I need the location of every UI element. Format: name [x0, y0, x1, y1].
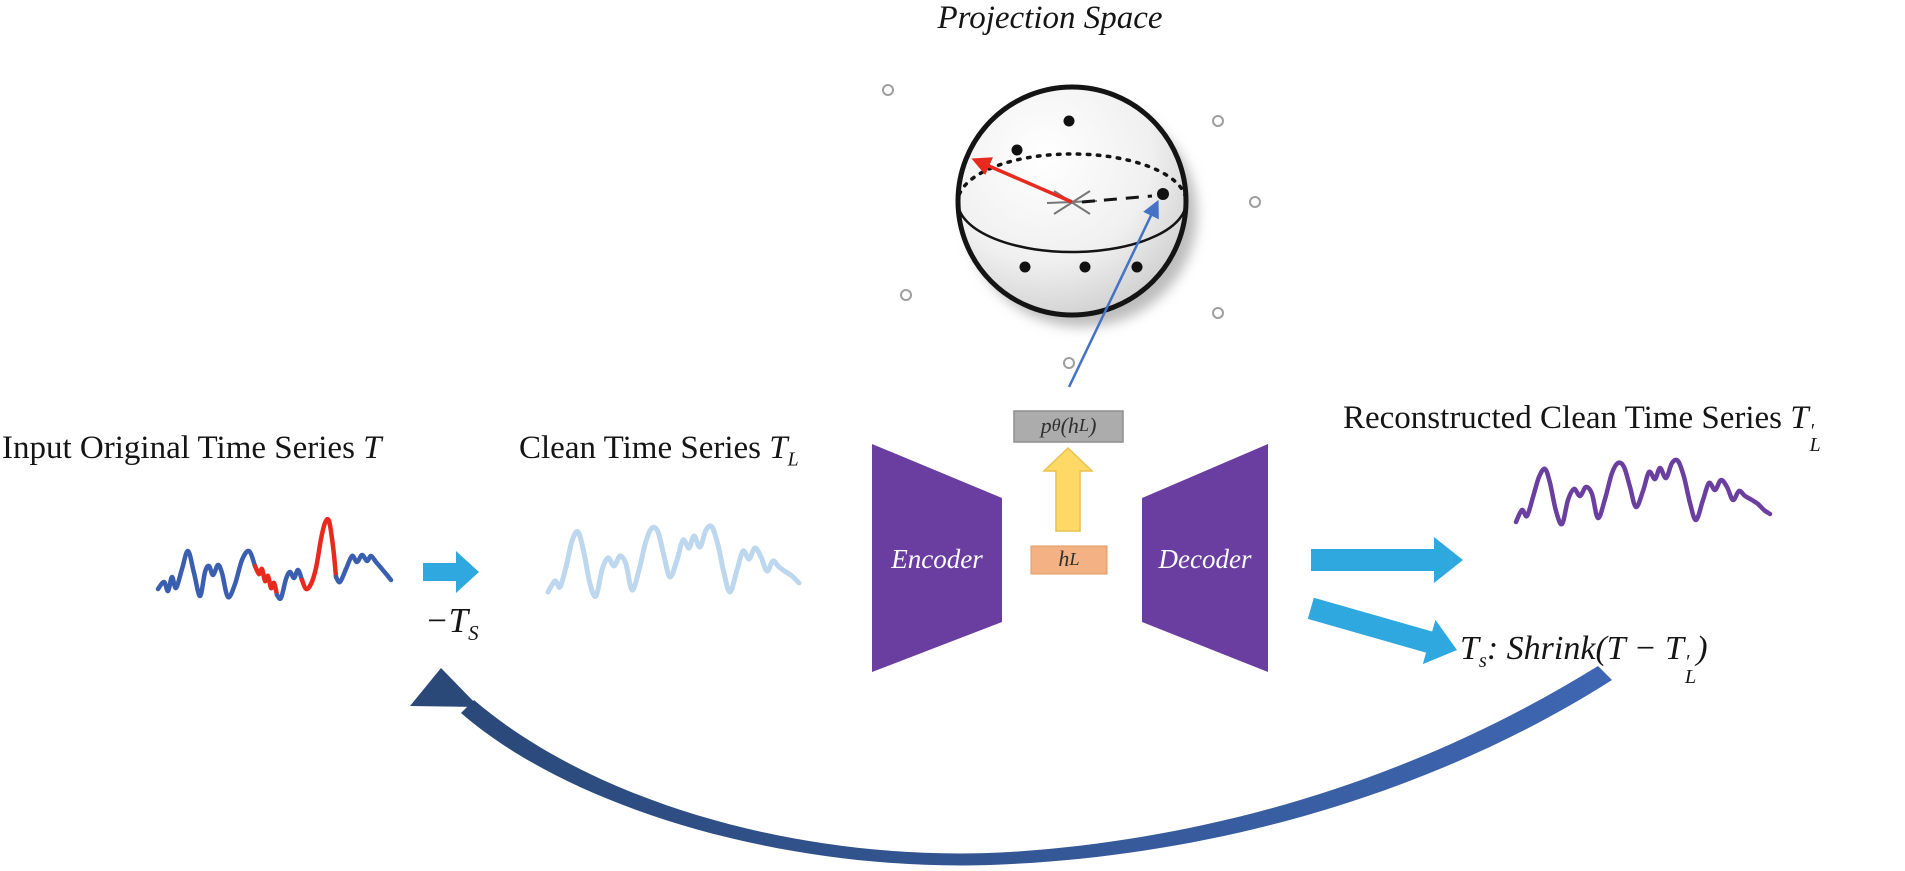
reconstructed-series-label: Reconstructed Clean Time Series T′L	[1343, 400, 1821, 457]
clean-series-symbol: T	[769, 430, 788, 466]
reconstructed-series-curve	[1513, 457, 1773, 527]
sphere-inlier-dots	[1011, 115, 1169, 273]
input-series-blue-segment	[274, 567, 305, 601]
decoder-label: Decoder	[1158, 544, 1252, 574]
input-series-symbol: T	[363, 430, 382, 466]
input-series-blue-segment	[333, 552, 394, 585]
shrink-close-paren: )	[1696, 630, 1708, 667]
sphere-back-equator-dotted	[956, 152, 1188, 206]
input-series-blue-segment	[155, 548, 258, 600]
minus-ts-symbol: −T	[425, 601, 469, 640]
feedback-curve	[461, 666, 1612, 866]
clean-series-subscript: L	[787, 448, 799, 471]
decoder-output-arrow	[1311, 537, 1463, 583]
shrink-t-symbol: T	[1460, 630, 1479, 667]
encoder-label: Encoder	[891, 544, 983, 574]
shrink-operator-text: : Shrink(T − T	[1486, 630, 1684, 667]
sphere-red-radius-arrow	[971, 157, 1073, 204]
input-series-label-text: Input Original Time Series	[2, 430, 364, 466]
input-series-anomaly-segment	[252, 563, 280, 598]
sphere-front-equator	[956, 199, 1188, 254]
input-series-anomaly-segment	[299, 516, 339, 592]
minus-ts-label: −TS	[425, 601, 479, 645]
projection-space-title: Projection Space	[937, 0, 1163, 36]
feedback-arrowhead	[410, 668, 479, 707]
p-theta-box	[1013, 410, 1124, 443]
shrink-tl-subsup: ′L	[1684, 651, 1697, 688]
sphere-dashed-radius	[1081, 194, 1153, 204]
input-series-label: Input Original Time Series T	[2, 430, 382, 466]
decoder-residual-arrow	[1307, 597, 1457, 665]
shrink-t-subscript: s	[1478, 649, 1487, 672]
subtract-ts-arrow	[423, 551, 479, 593]
latent-up-arrow	[1042, 446, 1094, 532]
reconstructed-series-subsup: ′L	[1809, 419, 1821, 457]
clean-series-label-text: Clean Time Series	[519, 430, 770, 466]
reconstructed-series-symbol: T	[1790, 400, 1809, 436]
clean-series-curve	[545, 523, 802, 599]
latent-hl-box	[1030, 545, 1108, 575]
minus-ts-subscript: S	[468, 621, 479, 645]
encoder-trapezoid	[872, 444, 1002, 672]
clean-series-label: Clean Time Series TL	[519, 430, 799, 471]
reconstructed-series-label-text: Reconstructed Clean Time Series	[1343, 400, 1791, 436]
decoder-trapezoid	[1142, 444, 1268, 672]
sphere-outlier-rings	[882, 84, 1261, 369]
projection-pointer-arrow	[1067, 199, 1159, 388]
shrink-formula-label: Ts: Shrink(T − T′L)	[1460, 630, 1708, 688]
